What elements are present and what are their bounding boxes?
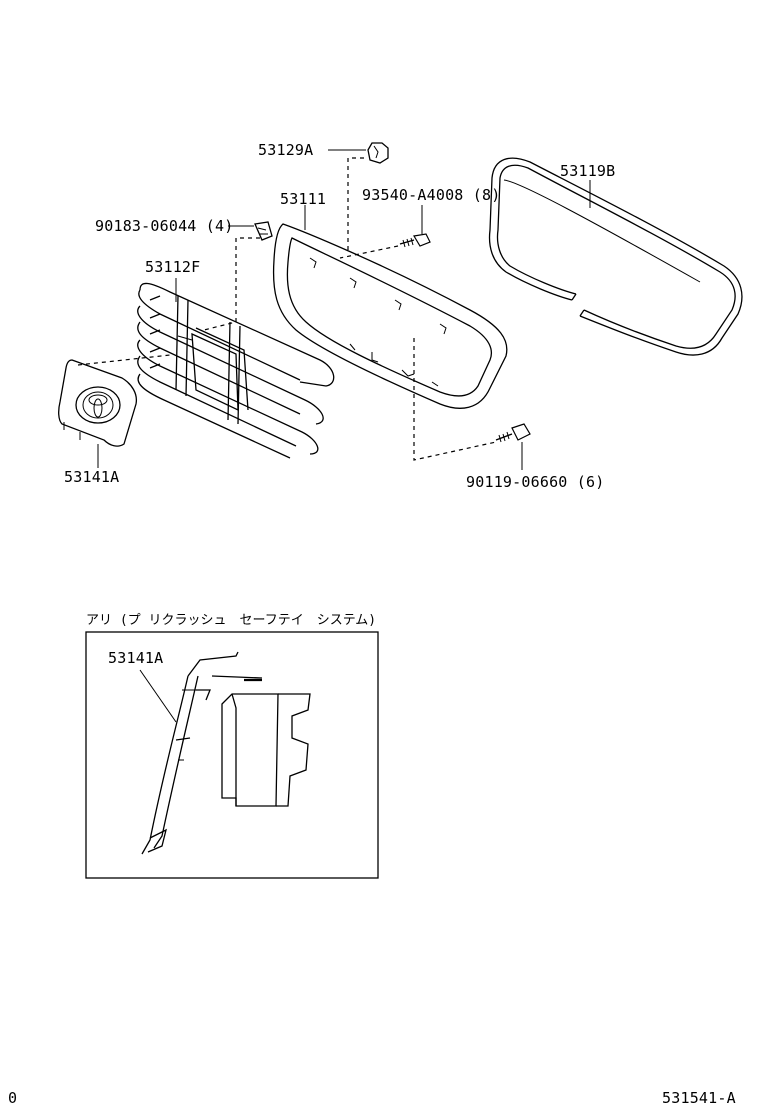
footer-left: 0 (8, 1089, 17, 1107)
grille-53112F[interactable] (137, 282, 335, 459)
clip-53129A[interactable] (328, 142, 389, 164)
label-53112F: 53112F (145, 258, 200, 276)
bolt-90119[interactable] (495, 423, 531, 443)
clip-90183[interactable] (254, 221, 273, 241)
seal-53119B[interactable] (488, 157, 743, 356)
inset-sensor-block[interactable] (221, 693, 311, 807)
label-90183: 90183-06044 (4) (95, 217, 233, 235)
screw-93540[interactable] (399, 233, 431, 248)
inset-title: アリ (プ リクラッシュ セーフテイ システム) (86, 613, 376, 628)
grille-frame-53111[interactable] (272, 223, 508, 409)
label-53141A: 53141A (64, 468, 119, 486)
footer-code: 531541-A (662, 1089, 736, 1107)
label-53111: 53111 (280, 190, 326, 208)
inset-label-53141A: 53141A (108, 649, 163, 667)
inset-emblem-section[interactable] (141, 651, 263, 855)
emblem-53141A[interactable] (58, 359, 138, 447)
label-90119: 90119-06660 (6) (466, 473, 604, 491)
inset-box (85, 631, 379, 879)
label-53129A: 53129A (258, 141, 313, 159)
label-53119B: 53119B (560, 162, 615, 180)
label-93540: 93540-A4008 (8) (362, 186, 500, 204)
